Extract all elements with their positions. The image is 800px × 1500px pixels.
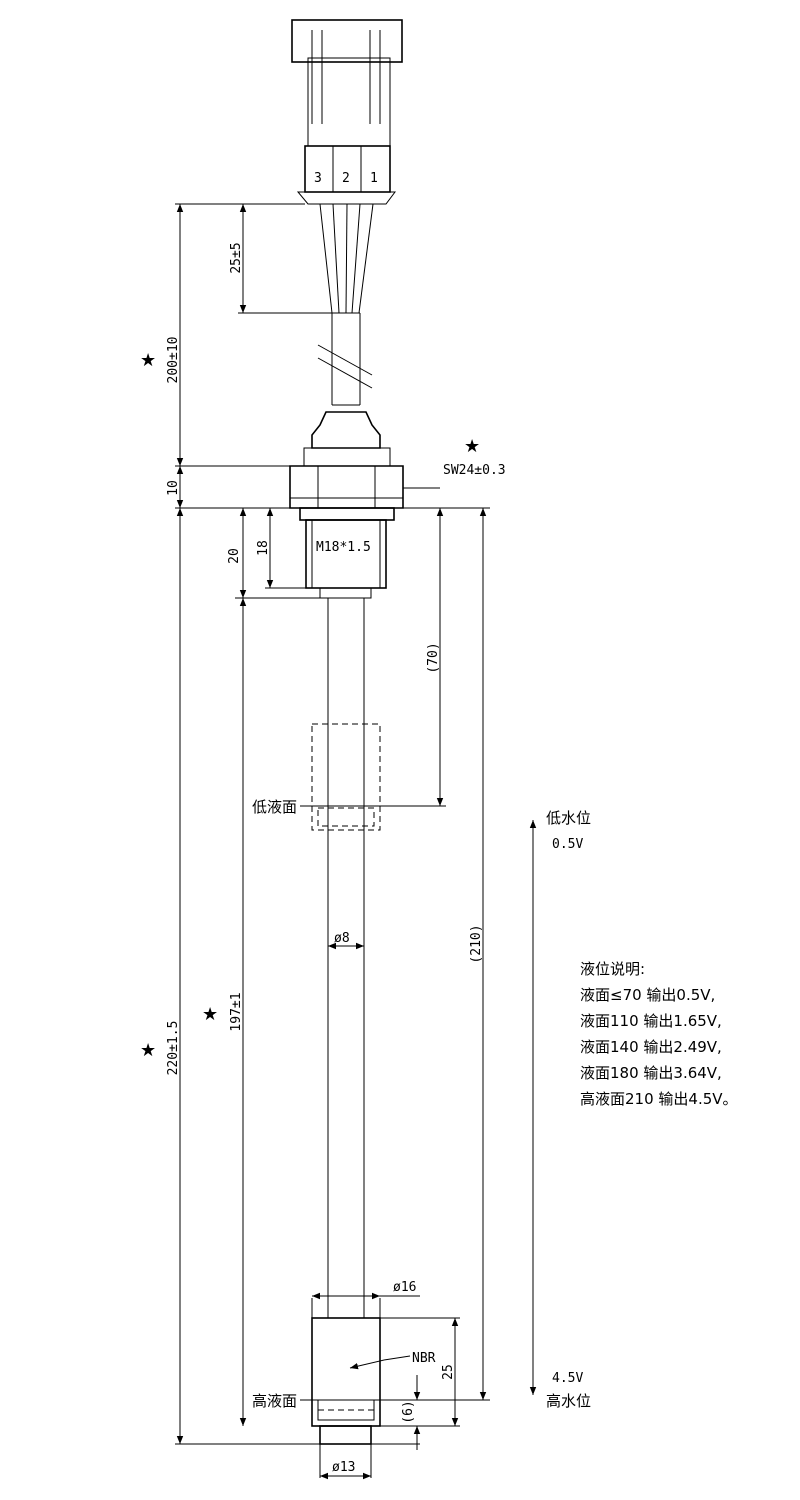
star-mark-hex: ★ [464,436,480,457]
stop-length-dim: 197±1 [229,992,244,1031]
star-mark-total: ★ [140,1040,156,1061]
thread-length-dim: 18 [256,540,271,556]
high-water-label: 高水位 [546,1392,591,1410]
float [311,1317,381,1427]
hex-height-dim: 10 [166,480,181,496]
level-notes: 液位说明: 液面≤70 输出0.5V, 液面110 输出1.65V, 液面140… [580,960,738,1108]
hex-size-dim: SW24±0.3 [443,463,506,478]
low-level-dim: (70) [426,642,441,673]
low-float [311,723,381,831]
cable [317,312,373,406]
connector [291,19,403,205]
dimension-lines [176,204,537,1450]
pin-2-label: 2 [342,171,350,186]
high-voltage-label: 4.5V [552,1371,583,1386]
stem-tube [327,598,365,1318]
float-dia-dim: ø16 [393,1280,416,1295]
notes-line: 液面140 输出2.49V, [580,1038,722,1056]
pin-1-label: 1 [370,171,378,186]
sensor-head [289,411,404,599]
notes-line: 液面≤70 输出0.5V, [580,986,715,1004]
low-surface-label: 低液面 [252,798,297,816]
cable-length-dim: 200±10 [166,337,181,384]
notes-line: 液面110 输出1.65V, [580,1012,722,1030]
total-length-dim: 220±1.5 [166,1021,181,1076]
high-surface-label: 高液面 [252,1392,297,1410]
tube-dia-dim: ø8 [334,931,350,946]
high-level-dim: (210) [469,924,484,963]
notes-line: 液面180 输出3.64V, [580,1064,722,1082]
tip-dia-dim: ø13 [332,1460,355,1475]
bottom-gap-dim: (6) [401,1400,416,1423]
bottom-tip [319,1425,372,1445]
low-water-label: 低水位 [546,809,591,827]
shoulder-length-dim: 20 [227,548,242,564]
low-voltage-label: 0.5V [552,837,583,852]
notes-title: 液位说明: [580,960,645,978]
thread-label: M18*1.5 [316,540,371,555]
star-mark-cable: ★ [140,350,156,371]
lead-length-dim: 25±5 [229,242,244,273]
star-mark-stop: ★ [202,1004,218,1025]
float-height-dim: 25 [441,1364,456,1380]
material-label: NBR [412,1351,436,1366]
diameter-dimensions [311,942,420,1480]
notes-line: 高液面210 输出4.5V。 [580,1090,738,1108]
pin-3-label: 3 [314,171,322,186]
wire-leads [319,203,374,314]
